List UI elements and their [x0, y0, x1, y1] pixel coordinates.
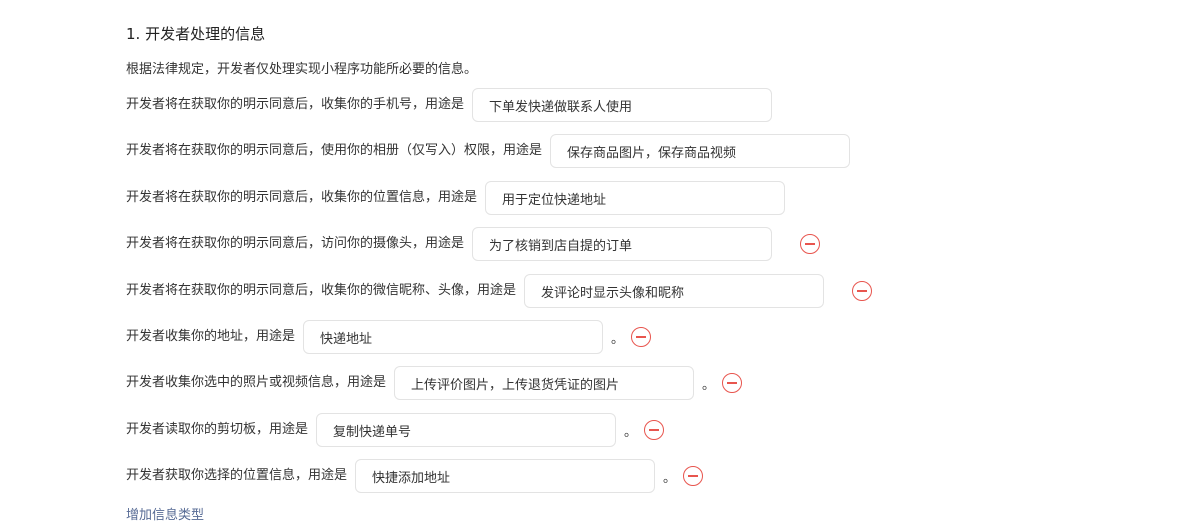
info-row-label: 开发者将在获取你的明示同意后，收集你的手机号，用途是	[126, 97, 465, 112]
info-row-label: 开发者将在获取你的明示同意后，收集你的微信昵称、头像，用途是	[126, 283, 517, 298]
purpose-input[interactable]	[550, 134, 851, 168]
row-period: 。	[663, 470, 677, 486]
info-row-label: 开发者将在获取你的明示同意后，使用你的相册（仅写入）权限，用途是	[126, 143, 543, 158]
info-row-chosen-location: 开发者获取你选择的位置信息，用途是 。	[126, 458, 704, 494]
info-row-location: 开发者将在获取你的明示同意后，收集你的位置信息，用途是	[126, 180, 786, 216]
purpose-input[interactable]	[524, 274, 825, 308]
section-intro: 根据法律规定，开发者仅处理实现小程序功能所必要的信息。	[126, 62, 478, 77]
info-row-label: 开发者收集你选中的照片或视频信息，用途是	[126, 375, 387, 390]
info-row-address: 开发者收集你的地址，用途是 。	[126, 319, 652, 355]
row-period: 。	[702, 377, 716, 393]
purpose-input[interactable]	[303, 320, 604, 354]
add-info-type-link[interactable]: 增加信息类型	[126, 508, 205, 523]
section-title: 1. 开发者处理的信息	[126, 25, 266, 43]
minus-circle-icon[interactable]	[722, 373, 743, 393]
row-period: 。	[624, 424, 638, 440]
minus-circle-icon[interactable]	[800, 234, 821, 254]
info-row-label: 开发者读取你的剪切板，用途是	[126, 422, 309, 437]
purpose-input[interactable]	[472, 88, 773, 122]
info-row-label: 开发者获取你选择的位置信息，用途是	[126, 468, 348, 483]
minus-circle-icon[interactable]	[631, 327, 652, 347]
minus-circle-icon[interactable]	[683, 466, 704, 486]
info-row-wechat-profile: 开发者将在获取你的明示同意后，收集你的微信昵称、头像，用途是	[126, 273, 873, 309]
info-row-camera: 开发者将在获取你的明示同意后，访问你的摄像头，用途是	[126, 226, 821, 262]
purpose-input[interactable]	[485, 181, 786, 215]
info-row-media: 开发者收集你选中的照片或视频信息，用途是 。	[126, 365, 743, 401]
purpose-input[interactable]	[472, 227, 773, 261]
info-row-clipboard: 开发者读取你的剪切板，用途是 。	[126, 412, 665, 448]
row-period: 。	[611, 331, 625, 347]
info-row-phone: 开发者将在获取你的明示同意后，收集你的手机号，用途是	[126, 87, 773, 123]
info-row-label: 开发者收集你的地址，用途是	[126, 329, 296, 344]
minus-circle-icon[interactable]	[852, 281, 873, 301]
info-row-label: 开发者将在获取你的明示同意后，访问你的摄像头，用途是	[126, 236, 465, 251]
info-row-label: 开发者将在获取你的明示同意后，收集你的位置信息，用途是	[126, 190, 478, 205]
minus-circle-icon[interactable]	[644, 420, 665, 440]
info-row-album: 开发者将在获取你的明示同意后，使用你的相册（仅写入）权限，用途是	[126, 133, 851, 169]
purpose-input[interactable]	[355, 459, 656, 493]
purpose-input[interactable]	[394, 366, 695, 400]
purpose-input[interactable]	[316, 413, 617, 447]
